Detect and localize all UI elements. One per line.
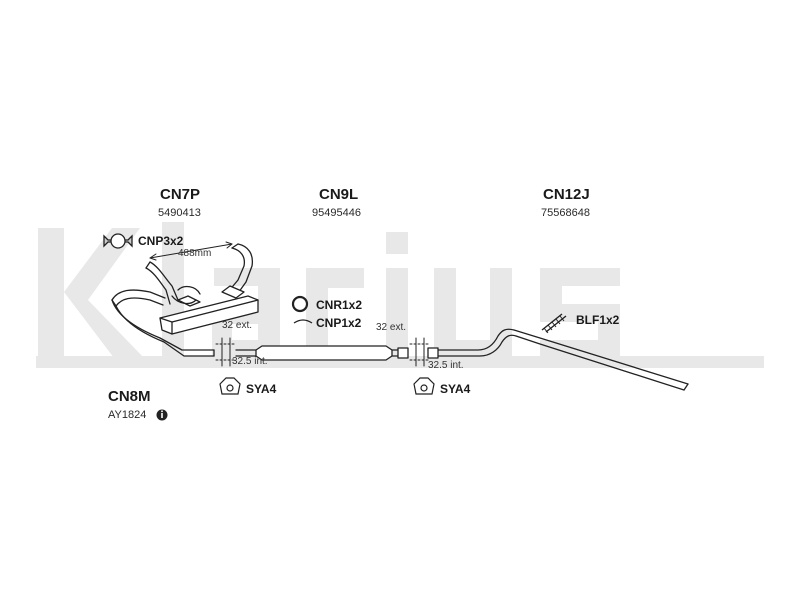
- part-number-cn12j: 75568648: [541, 207, 590, 219]
- hanger-sya4-right-icon: [413, 377, 435, 395]
- dimension-int-left: 32.5 int.: [232, 356, 268, 367]
- dimension-488-arrow: [149, 241, 233, 261]
- pipe-cn12j: [427, 328, 689, 391]
- hanger-sya4-left-icon: [219, 377, 241, 395]
- fitting-label-cnp1: CNP1x2: [316, 316, 362, 330]
- gasket-cnp1-icon: [293, 319, 313, 324]
- bolt-blf1-icon: [541, 313, 567, 334]
- dimension-ext-left: 32 ext.: [222, 320, 253, 331]
- fitting-label-sya4-left: SYA4: [246, 382, 277, 396]
- info-icon[interactable]: [156, 409, 168, 421]
- joint-markers: [215, 337, 431, 367]
- part-code-cn8m: CN8M: [108, 388, 151, 405]
- part-number-cn9l: 95495446: [312, 207, 361, 219]
- fitting-label-sya4-right: SYA4: [440, 382, 471, 396]
- fitting-label-cnr1: CNR1x2: [316, 298, 363, 312]
- ring-cnr1-icon: [291, 295, 309, 313]
- dimension-ext-right: 32 ext.: [376, 322, 407, 333]
- fitting-label-blf1: BLF1x2: [576, 313, 620, 327]
- dimension-488: 488mm: [178, 248, 212, 259]
- silencer-cn9l: [235, 345, 409, 361]
- manifold-cn7p: [145, 243, 259, 335]
- part-code-cn9l: CN9L: [319, 186, 359, 203]
- clamp-cnp3-icon: [103, 233, 133, 249]
- part-code-cn12j: CN12J: [543, 186, 590, 203]
- pipe-cn8m: [111, 289, 215, 357]
- dimension-int-right: 32.5 int.: [428, 360, 464, 371]
- part-number-cn7p: 5490413: [158, 207, 201, 219]
- part-code-cn7p: CN7P: [160, 186, 201, 203]
- fitting-label-cnp3: CNP3x2: [138, 234, 184, 248]
- part-number-cn8m: AY1824: [108, 409, 147, 421]
